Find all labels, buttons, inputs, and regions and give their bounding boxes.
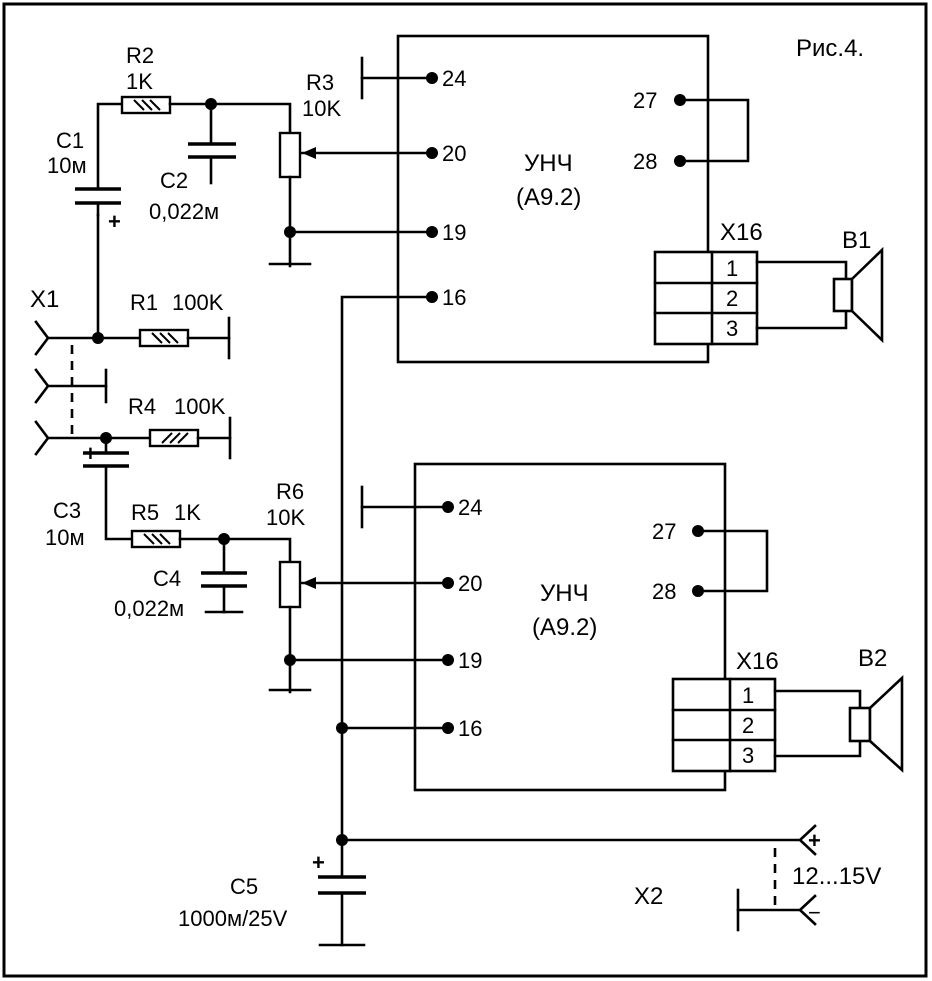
c3-ref: C3 <box>53 498 81 523</box>
amplifier-1: УНЧ (A9.2) 24 20 19 16 27 28 X16 1 2 3 <box>360 34 884 364</box>
r1-ref: R1 <box>130 290 158 315</box>
amp2-connector-pin-3: 3 <box>742 743 754 768</box>
r5-value: 1K <box>174 500 201 525</box>
amp1-connector-pin-2: 2 <box>726 286 738 311</box>
amp1-connector-label: X16 <box>720 219 763 246</box>
supply-voltage-label: 12...15V <box>792 863 881 890</box>
amp1-pin-28: 28 <box>633 149 657 174</box>
r6-ref: R6 <box>276 479 304 504</box>
amp1-pin-27: 27 <box>633 88 657 113</box>
r6-potentiometer <box>278 560 302 609</box>
channel-1-input: + C1 10м R2 1K C2 0,022м R3 10K <box>47 43 428 360</box>
c3-value: 10м <box>45 525 85 550</box>
svg-text:+: + <box>108 209 121 234</box>
r1-value: 100K <box>172 290 224 315</box>
amplifier-2-module: (A9.2) <box>532 614 597 641</box>
svg-text:+: + <box>312 850 325 875</box>
amp2-connector-pin-1: 1 <box>742 683 754 708</box>
amp2-pin-24: 24 <box>458 495 482 520</box>
c1-value: 10м <box>47 153 87 178</box>
c5-value: 1000м/25V <box>178 906 288 931</box>
x2-plus: + <box>808 828 821 853</box>
amp2-pin-27: 27 <box>652 519 676 544</box>
input-connector-x1: X1 <box>30 286 152 456</box>
speaker-b1-label: B1 <box>842 227 871 254</box>
amp1-pin-16: 16 <box>442 285 466 310</box>
r4-value: 100K <box>174 394 226 419</box>
amp2-pin-28: 28 <box>652 579 676 604</box>
amp2-jumper-27-28 <box>696 529 769 593</box>
amp1-pin-19: 19 <box>442 220 466 245</box>
r2-value: 1K <box>126 69 153 94</box>
speaker-b1-icon <box>832 277 854 313</box>
c2-ref: C2 <box>160 168 188 193</box>
r4-ref: R4 <box>128 394 156 419</box>
r2-ref: R2 <box>126 43 154 68</box>
x2-label: X2 <box>634 883 663 910</box>
r3-value: 10K <box>302 96 341 121</box>
c5-ref: C5 <box>230 874 258 899</box>
amp2-pin-16: 16 <box>458 716 482 741</box>
amp2-connector-label: X16 <box>736 648 779 675</box>
amp1-connector-pin-1: 1 <box>726 256 738 281</box>
r6-value: 10K <box>266 505 305 530</box>
amplifier-2: УНЧ (A9.2) 24 20 19 16 27 28 X16 1 2 3 <box>360 462 904 792</box>
c4-value: 0,022м <box>114 596 184 621</box>
speaker-b2-label: B2 <box>858 645 887 672</box>
speaker-b2-icon <box>848 706 872 743</box>
r5-ref: R5 <box>131 500 159 525</box>
x1-label: X1 <box>30 286 59 313</box>
amplifier-1-name: УНЧ <box>524 150 573 177</box>
svg-text:+: + <box>84 441 97 466</box>
x2-minus: − <box>808 900 821 925</box>
amp1-jumper-27-28 <box>678 98 750 163</box>
amp1-pin-20: 20 <box>442 141 466 166</box>
c1-ref: C1 <box>56 128 84 153</box>
amp1-connector-pin-3: 3 <box>726 316 738 341</box>
c4-ref: C4 <box>153 566 181 591</box>
amp2-pin-20: 20 <box>458 571 482 596</box>
amplifier-2-name: УНЧ <box>540 580 589 607</box>
amp2-connector-pin-2: 2 <box>742 713 754 738</box>
r3-potentiometer <box>278 131 302 179</box>
power-supply: + C5 1000м/25V + − 12...15V X2 <box>178 295 881 947</box>
amp2-pin-19: 19 <box>458 648 482 673</box>
amp1-pin-24: 24 <box>442 66 466 91</box>
channel-2-input: R4 100K + C3 10м R5 1K C4 0,022м <box>45 394 444 694</box>
r3-ref: R3 <box>306 70 334 95</box>
figure-label: Рис.4. <box>796 35 864 62</box>
amplifier-1-module: (A9.2) <box>516 184 581 211</box>
c2-value: 0,022м <box>149 199 219 224</box>
